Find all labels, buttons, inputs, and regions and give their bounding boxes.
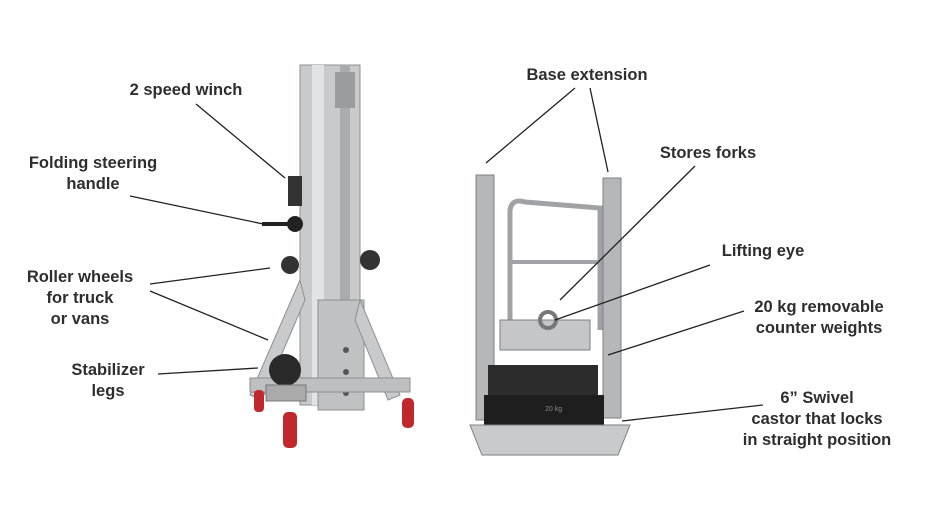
label-lifting-eye: Lifting eye — [721, 242, 805, 260]
leader-lines — [129, 87, 764, 422]
label-winch: 2 speed winch — [129, 81, 243, 99]
label-base-extension: Base extension — [526, 66, 648, 84]
material-lift-image — [249, 64, 414, 448]
weight-plate-text: 20 kg — [545, 406, 562, 413]
label-stores-forks: Stores forks — [659, 144, 757, 162]
base-unit-image: 20 kg — [469, 174, 631, 456]
